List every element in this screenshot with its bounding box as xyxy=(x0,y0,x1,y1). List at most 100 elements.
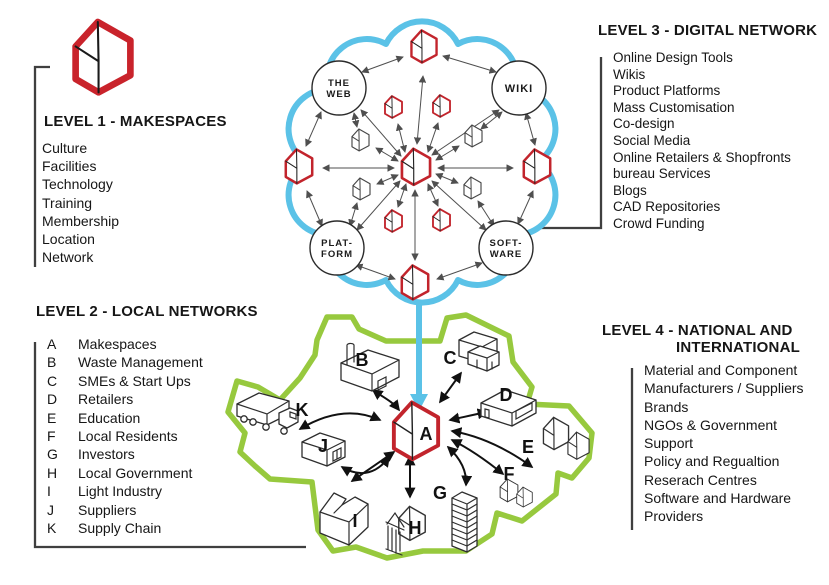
list-item: Support xyxy=(644,435,694,452)
node-letter-A: A xyxy=(420,424,433,444)
building-D-retailer-icon xyxy=(480,389,537,427)
list-item: CAD Repositories xyxy=(613,199,721,215)
list-item: Product Platforms xyxy=(613,83,721,99)
node-letter-K: K xyxy=(296,400,309,420)
level3-title: LEVEL 3 - DIGITAL NETWORK xyxy=(598,22,818,39)
list-item: Co-design xyxy=(613,116,675,132)
level4-title: LEVEL 4 - NATIONAL AND INTERNATIONAL xyxy=(602,322,800,356)
node-letter-J: J xyxy=(318,436,328,456)
node-key: A xyxy=(47,336,57,352)
node-label: Supply Chain xyxy=(78,520,162,537)
hub-circle-the-web: THE WEB xyxy=(311,60,367,116)
hub-label: FORM xyxy=(321,249,353,260)
list-item: Wikis xyxy=(613,66,646,82)
list-item: F Local Residents xyxy=(47,427,203,445)
building-I-industry-icon xyxy=(319,492,369,546)
list-item: Culture xyxy=(42,140,88,156)
building-B-factory-icon xyxy=(340,342,400,392)
hub-label: PLAT- xyxy=(321,238,353,249)
hub-circle-wiki: WIKI xyxy=(491,60,547,116)
node-letter-E: E xyxy=(522,437,534,457)
list-item: Providers xyxy=(644,508,704,525)
list-item: Training xyxy=(42,194,93,211)
node-key: C xyxy=(47,372,58,389)
node-key: K xyxy=(47,520,57,537)
level2-title: LEVEL 2 - LOCAL NETWORKS xyxy=(36,303,258,320)
list-item: Membership xyxy=(42,212,120,229)
list-item: K Supply Chain xyxy=(47,519,203,537)
list-item: Mass Customisation xyxy=(613,99,735,115)
level3-bracket xyxy=(540,57,603,230)
list-item: Blogs xyxy=(613,182,647,198)
hub-label: SOFT- xyxy=(490,238,523,249)
hub-label: WARE xyxy=(490,249,523,260)
building-C-smes-icon xyxy=(458,331,500,372)
list-item: Material and Component xyxy=(644,362,798,378)
level4-title-line2: INTERNATIONAL xyxy=(676,339,800,356)
makespace-house-icon xyxy=(73,20,133,95)
node-key: I xyxy=(47,483,51,500)
digital-network-arrows xyxy=(305,54,537,281)
node-letter-I: I xyxy=(352,511,357,531)
level3-list: Online Design Tools Wikis Product Platfo… xyxy=(613,50,791,233)
node-key: B xyxy=(47,354,57,371)
node-key: E xyxy=(47,409,57,426)
hub-label: THE xyxy=(328,78,350,89)
node-letter-B: B xyxy=(356,350,369,370)
node-letter-H: H xyxy=(409,518,422,538)
list-item: C SMEs & Start Ups xyxy=(47,372,203,390)
node-label: Waste Management xyxy=(78,354,203,371)
node-letter-C: C xyxy=(444,348,457,368)
node-label: Education xyxy=(78,409,141,426)
node-key: G xyxy=(47,446,58,463)
list-item: Location xyxy=(42,231,95,248)
list-item: Reserach Centres xyxy=(644,471,757,488)
node-label: Investors xyxy=(78,446,135,463)
level4-list: Material and Component Manufacturers / S… xyxy=(644,361,804,526)
list-item: bureau Services xyxy=(613,166,711,182)
list-item: Network xyxy=(42,249,94,266)
node-letter-F: F xyxy=(504,464,515,484)
hub-circle-software: SOFT- WARE xyxy=(478,220,534,276)
list-item: Technology xyxy=(42,176,113,193)
list-item: Crowd Funding xyxy=(613,215,705,231)
list-item: E Education xyxy=(47,409,203,427)
list-item: B Waste Management xyxy=(47,353,203,371)
node-label: Local Government xyxy=(78,464,193,481)
node-label: Retailers xyxy=(78,391,134,408)
list-item: Social Media xyxy=(613,132,691,148)
list-item: Brands xyxy=(644,398,689,415)
hub-label: WEB xyxy=(326,89,351,100)
list-item: G Investors xyxy=(47,445,203,463)
node-label: Suppliers xyxy=(78,501,137,518)
list-item: Manufacturers / Suppliers xyxy=(644,380,804,397)
digital-to-local-arrow xyxy=(410,302,428,411)
list-item: Facilities xyxy=(42,158,97,175)
node-letter-D: D xyxy=(500,385,513,405)
level1-bracket xyxy=(33,65,50,267)
node-label: SMEs & Start Ups xyxy=(78,372,191,389)
list-item: Online Design Tools xyxy=(613,50,733,65)
building-J-supplier-icon xyxy=(301,432,346,467)
node-key: D xyxy=(47,391,58,408)
list-item: Policy and Regualtion xyxy=(644,453,780,470)
hub-circle-platform: PLAT- FORM xyxy=(309,220,365,276)
node-key: F xyxy=(47,428,56,445)
node-label: Local Residents xyxy=(78,428,178,445)
list-item: Software and Hardware xyxy=(644,490,792,507)
building-H-government-icon xyxy=(385,505,427,556)
list-item: D Retailers xyxy=(47,390,203,408)
hub-label: WIKI xyxy=(505,83,533,95)
list-item: NGOs & Government xyxy=(644,416,778,433)
list-item: I Light Industry xyxy=(47,482,203,500)
level2-bracket xyxy=(33,342,306,549)
level1-list: Culture Facilities Technology Training M… xyxy=(42,139,119,266)
vehicle-K-truck-icon xyxy=(236,392,299,435)
node-letter-G: G xyxy=(433,483,447,503)
node-label: Light Industry xyxy=(78,483,163,500)
